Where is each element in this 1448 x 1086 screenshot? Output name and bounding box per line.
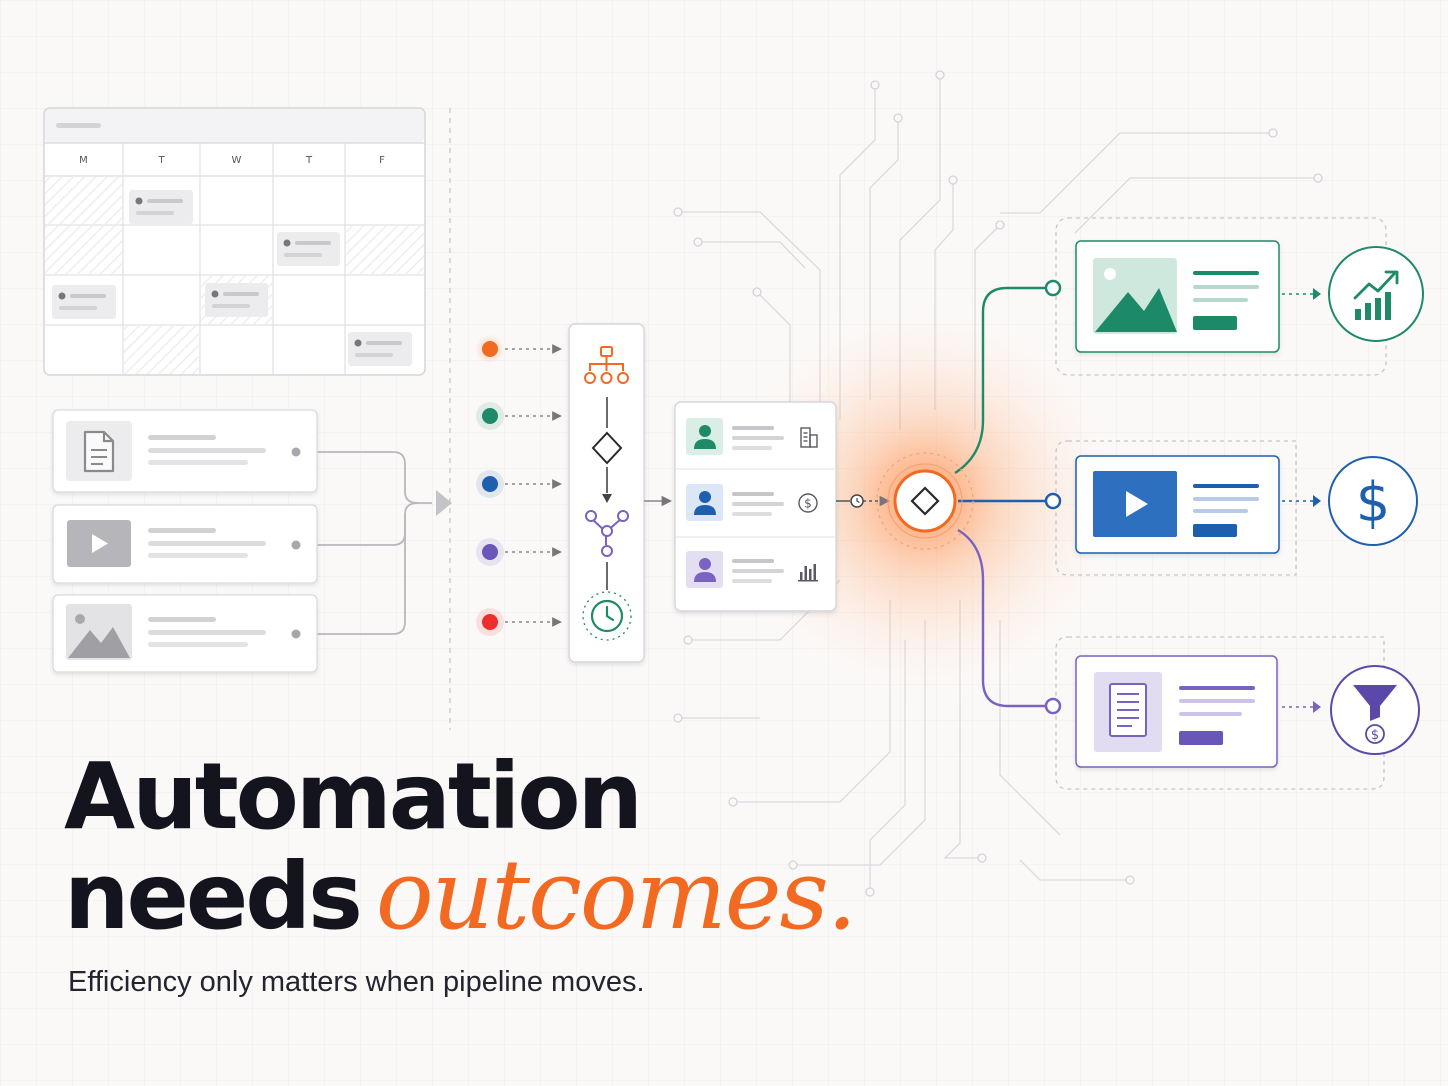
- org-chart-icon: [584, 346, 629, 384]
- connector-green: [954, 286, 1053, 475]
- calendar-day-mon: M: [79, 155, 88, 166]
- headline-accent: outcomes.: [375, 839, 857, 951]
- funnel-dollar-icon: $: [1330, 665, 1420, 755]
- timer-node-icon: [850, 494, 864, 508]
- svg-text:$: $: [1356, 471, 1390, 534]
- calendar-day-thu: T: [305, 155, 313, 166]
- content-merge-lines: [317, 451, 432, 635]
- merge-arrow-head: [436, 490, 452, 516]
- svg-text:$: $: [1371, 728, 1379, 743]
- clock-icon: [582, 591, 632, 641]
- document-icon: [1109, 683, 1147, 737]
- headline-line-1: Automation: [64, 743, 643, 850]
- connector-purple: [957, 528, 1053, 708]
- content-card-video[interactable]: [52, 504, 318, 584]
- calendar-event[interactable]: [52, 285, 116, 319]
- decision-hub: [876, 452, 974, 550]
- contact-row[interactable]: [686, 551, 818, 588]
- branch-icon: [585, 510, 629, 557]
- contact-row[interactable]: $: [686, 484, 818, 521]
- trigger-dot-red: [482, 614, 498, 630]
- calendar-day-wed: W: [232, 155, 242, 166]
- headline-needs: needs: [64, 843, 363, 950]
- image-icon: [1095, 268, 1177, 332]
- decision-diamond-icon: [910, 486, 940, 516]
- outcome-frame-purple: [1055, 636, 1385, 790]
- video-play-icon: [92, 534, 108, 553]
- subtitle: Efficiency only matters when pipeline mo…: [68, 966, 645, 998]
- trigger-dot-green: [482, 408, 498, 424]
- calendar-event[interactable]: [129, 190, 193, 224]
- dollar-coin-icon: $: [798, 493, 818, 513]
- video-play-icon: [1126, 491, 1148, 517]
- content-card-document[interactable]: [52, 409, 318, 493]
- calendar-grid: M T W T F: [43, 107, 426, 376]
- document-icon: [83, 430, 115, 473]
- trigger-dot-blue: [482, 476, 498, 492]
- calendar-day-tue: T: [157, 155, 165, 166]
- outcome-card-purple[interactable]: [1075, 655, 1278, 768]
- trigger-dot-orange: [482, 341, 498, 357]
- trigger-arrows: [505, 344, 562, 627]
- calendar-title-placeholder: [56, 123, 101, 128]
- growth-chart-icon: [1328, 246, 1424, 342]
- dollar-icon: $: [1328, 456, 1418, 546]
- outcome-card-blue[interactable]: [1075, 455, 1280, 554]
- content-card-image[interactable]: [52, 594, 318, 673]
- calendar-event[interactable]: [348, 332, 412, 366]
- outcome-frame-blue: [1055, 440, 1297, 576]
- building-icon: [800, 427, 818, 448]
- contact-row[interactable]: [686, 418, 818, 455]
- bar-chart-icon: [798, 564, 818, 582]
- image-icon: [68, 614, 130, 658]
- decision-diamond-icon: [591, 431, 623, 465]
- svg-text:$: $: [804, 497, 812, 511]
- workflow-steps: [582, 346, 632, 641]
- trigger-dot-purple: [482, 544, 498, 560]
- calendar-day-fri: F: [379, 155, 385, 166]
- trigger-dots: [475, 334, 505, 636]
- calendar-event[interactable]: [277, 232, 340, 266]
- outcome-frame-green: [1055, 217, 1387, 376]
- circuit-nodes: [673, 70, 1323, 897]
- outcome-card-green[interactable]: [1075, 240, 1280, 353]
- calendar-event[interactable]: [205, 283, 268, 317]
